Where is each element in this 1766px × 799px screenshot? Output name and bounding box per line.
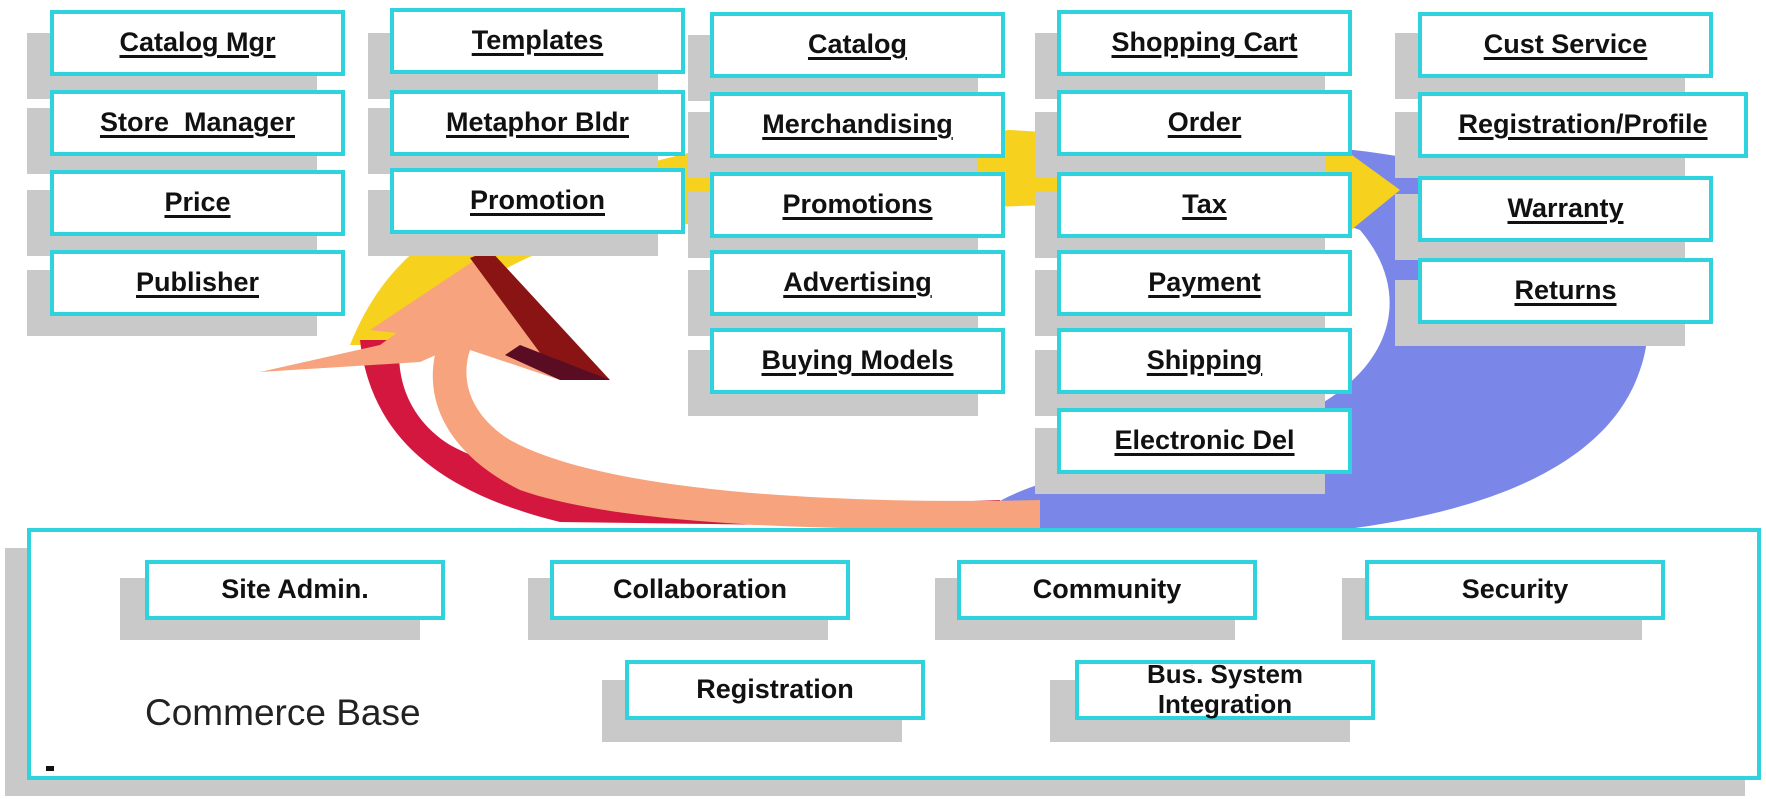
dark-arrowhead-tail [505,345,610,380]
promotion-link[interactable]: Promotion [390,168,685,234]
price-link[interactable]: Price [50,170,345,236]
publisher-link[interactable]: Publisher [50,250,345,316]
buying-models-link[interactable]: Buying Models [710,328,1005,394]
shipping-link[interactable]: Shipping [1057,328,1352,394]
site-admin-box[interactable]: Site Admin. [145,560,445,620]
collaboration-box[interactable]: Collaboration [550,560,850,620]
merchandising-link[interactable]: Merchandising [710,92,1005,158]
dash-mark [46,766,54,771]
security-box[interactable]: Security [1365,560,1665,620]
salmon-return-arrow [370,250,1040,530]
electronic-del-link[interactable]: Electronic Del [1057,408,1352,474]
tax-link[interactable]: Tax [1057,172,1352,238]
shopping-cart-link[interactable]: Shopping Cart [1057,10,1352,76]
metaphor-bldr-link[interactable]: Metaphor Bldr [390,90,685,156]
catalog-mgr-link[interactable]: Catalog Mgr [50,10,345,76]
registration-profile-link[interactable]: Registration/Profile [1418,92,1748,158]
promotions-link[interactable]: Promotions [710,172,1005,238]
bus-system-integration-box[interactable]: Bus. System Integration [1075,659,1375,720]
returns-link[interactable]: Returns [1418,258,1713,324]
dark-arrowhead [470,250,610,380]
salmon-arrowhead [260,298,470,372]
catalog-link[interactable]: Catalog [710,12,1005,78]
cust-service-link[interactable]: Cust Service [1418,12,1713,78]
store-manager-link[interactable]: Store Manager [50,90,345,156]
warranty-link[interactable]: Warranty [1418,176,1713,242]
community-box[interactable]: Community [957,560,1257,620]
payment-link[interactable]: Payment [1057,250,1352,316]
registration-box[interactable]: Registration [625,660,925,720]
advertising-link[interactable]: Advertising [710,250,1005,316]
templates-link[interactable]: Templates [390,8,685,74]
commerce-base-label: Commerce Base [145,692,421,733]
order-link[interactable]: Order [1057,90,1352,156]
